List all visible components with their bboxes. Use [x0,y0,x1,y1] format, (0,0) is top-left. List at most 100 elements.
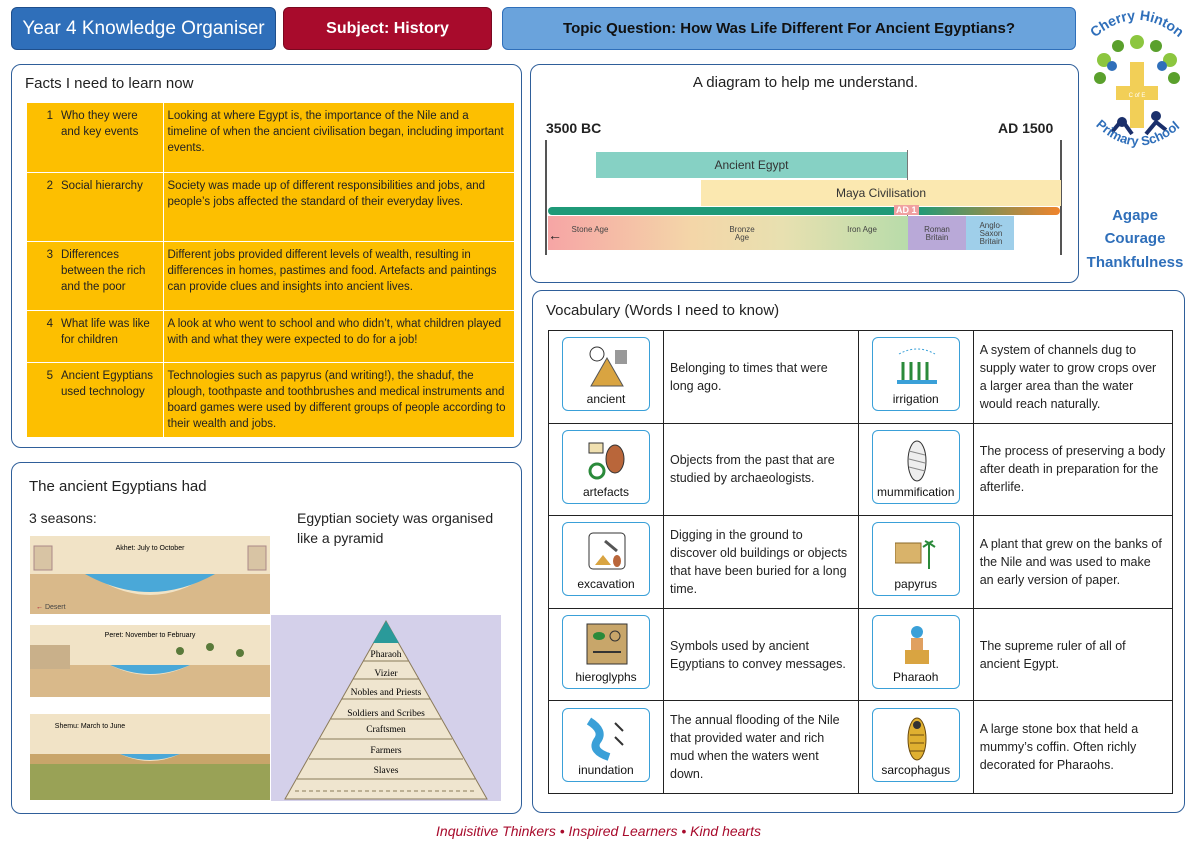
age-saxon: Anglo-Saxon Britain [979,221,1003,246]
timeline-end: AD 1500 [998,120,1054,136]
vocab-card: inundation [562,707,650,782]
fact-text: Technologies such as papyrus (and writin… [163,362,514,438]
svg-text:Akhet: July to October: Akhet: July to October [116,545,186,552]
vocab-card: sarcophagus [871,707,960,782]
trowel-icon [588,532,626,570]
age-bronze: Bronze Age [729,225,755,242]
vocab-card: artefacts [562,429,650,504]
vocab-definition: Digging in the ground to discover old bu… [663,515,859,609]
pyramid-icon [589,346,627,387]
pyramid-level: Vizier [374,669,398,679]
timeline-start-line [545,140,547,255]
desert-arrow-icon: ← Desert [36,604,66,611]
svg-text:Peret: November to February: Peret: November to February [105,632,196,639]
vocab-definition: Belonging to times that were long ago. [663,330,859,424]
irrigation-icon [896,348,937,385]
fact-number: 4 [27,310,57,363]
shemu-illustration: Shemu: March to June [30,714,270,800]
pot-icon [588,442,625,480]
fact-label: Who they were and key events [57,103,164,173]
vocab-card: excavation [562,522,650,597]
fact-label: What life was like for children [57,310,164,363]
vocabulary-panel: Vocabulary (Words I need to know) ancien… [532,290,1185,813]
vocab-card: mummification [871,429,960,504]
vocab-definition: The supreme ruler of all of ancient Egyp… [972,607,1174,702]
roman-band [908,216,966,250]
fact-number: 5 [27,362,57,438]
fact-label: Social hierarchy [57,172,164,242]
seasons-subtitle: 3 seasons: [29,510,97,526]
mummy-icon [907,440,927,482]
topic-question: Topic Question: How Was Life Different F… [502,7,1076,50]
timeline-start: 3500 BC [546,120,602,136]
ad1-marker: AD 1 [894,205,919,215]
age-roman: Roman Britain [924,225,950,242]
vocab-card: hieroglyphs [562,615,650,690]
vocab-card-cell: mummification [857,422,974,517]
facts-panel: Facts I need to learn now 1 Who they wer… [11,64,522,448]
svg-text:C of E: C of E [1129,93,1146,99]
fact-number: 3 [27,241,57,311]
vocab-definition: Symbols used by ancient Egyptians to con… [663,607,859,702]
fact-row: 2 Social hierarchy Society was made up o… [27,172,514,242]
value-thankfulness: Thankfulness [1086,254,1184,271]
akhet-illustration: Akhet: July to October [30,536,270,614]
vocab-definition: The annual flooding of the Nile that pro… [663,700,859,794]
timeline-axis [548,207,1060,215]
fact-number: 1 [27,103,57,173]
society-pyramid: Pharaoh Vizier Nobles and Priests Soldie… [271,615,501,801]
pyramid-level: Soldiers and Scribes [347,709,425,719]
subject-heading-text: Subject: History [326,19,449,37]
vocab-definition: Objects from the past that are studied b… [663,422,859,517]
fact-row: 4 What life was like for children A look… [27,310,514,363]
pharaoh-icon [904,626,929,665]
vocabulary-grid: ancient Belonging to times that were lon… [548,330,1174,794]
svg-text:Shemu: March to June: Shemu: March to June [55,723,126,730]
value-courage: Courage [1104,230,1166,247]
peret-illustration: Peret: November to February [30,625,270,697]
pyramid-level: Pharaoh [370,650,401,660]
seasons-title: The ancient Egyptians had [29,478,207,495]
fact-label: Ancient Egyptians used technology [57,362,164,438]
age-stone: Stone Age [571,225,609,234]
vocab-card-cell: sarcophagus [857,700,974,794]
year-heading-text: Year 4 Knowledge Organiser [22,17,265,39]
pyramid-level: Nobles and Priests [351,688,422,698]
society-caption: Egyptian society was organised like a py… [297,510,494,546]
fact-text: Looking at where Egypt is, the importanc… [163,103,514,173]
saxon-band [966,216,1014,250]
vocab-definition: The process of preserving a body after d… [972,422,1174,517]
vocab-card-cell: artefacts [548,422,664,517]
fact-row: 3 Differences between the rich and the p… [27,241,514,311]
vocab-card-cell: Pharaoh [857,607,974,702]
fact-text: Society was made up of different respons… [163,172,514,242]
vocab-card-cell: irrigation [857,330,974,424]
vocab-definition: A large stone box that held a mummy’s co… [972,700,1174,794]
vocab-card: ancient [562,337,650,412]
papyrus-icon [894,540,936,570]
value-agape: Agape [1112,207,1158,224]
sarcophagus-icon [907,717,927,761]
ages-band [548,216,908,250]
river-icon [586,717,624,761]
vocab-card: irrigation [871,337,960,412]
hieroglyph-icon [586,623,628,665]
diagram-title: A diagram to help me understand. [692,74,919,91]
vocab-card-cell: papyrus [857,515,974,609]
vocab-definition: A system of channels dug to supply water… [972,330,1174,424]
pyramid-level: Farmers [370,746,401,756]
bar-ancient-egypt: Ancient Egypt [596,152,907,178]
subject-heading: Subject: History [283,7,492,50]
left-arrow-icon: ← [548,227,562,243]
facts-table: 1 Who they were and key events Looking a… [27,103,514,438]
fact-text: Different jobs provided different levels… [163,241,514,311]
topic-question-text: Topic Question: How Was Life Different F… [563,20,1015,37]
age-iron: Iron Age [847,225,877,234]
bar-maya: Maya Civilisation [701,180,1061,206]
pyramid-level: Slaves [374,766,399,776]
fact-row: 1 Who they were and key events Looking a… [27,103,514,173]
vocab-card-cell: inundation [548,700,664,794]
fact-text: A look at who went to school and who did… [163,310,514,363]
vocab-card-cell: excavation [548,515,664,609]
school-motto: Inquisitive Thinkers • Inspired Learners… [436,823,761,839]
